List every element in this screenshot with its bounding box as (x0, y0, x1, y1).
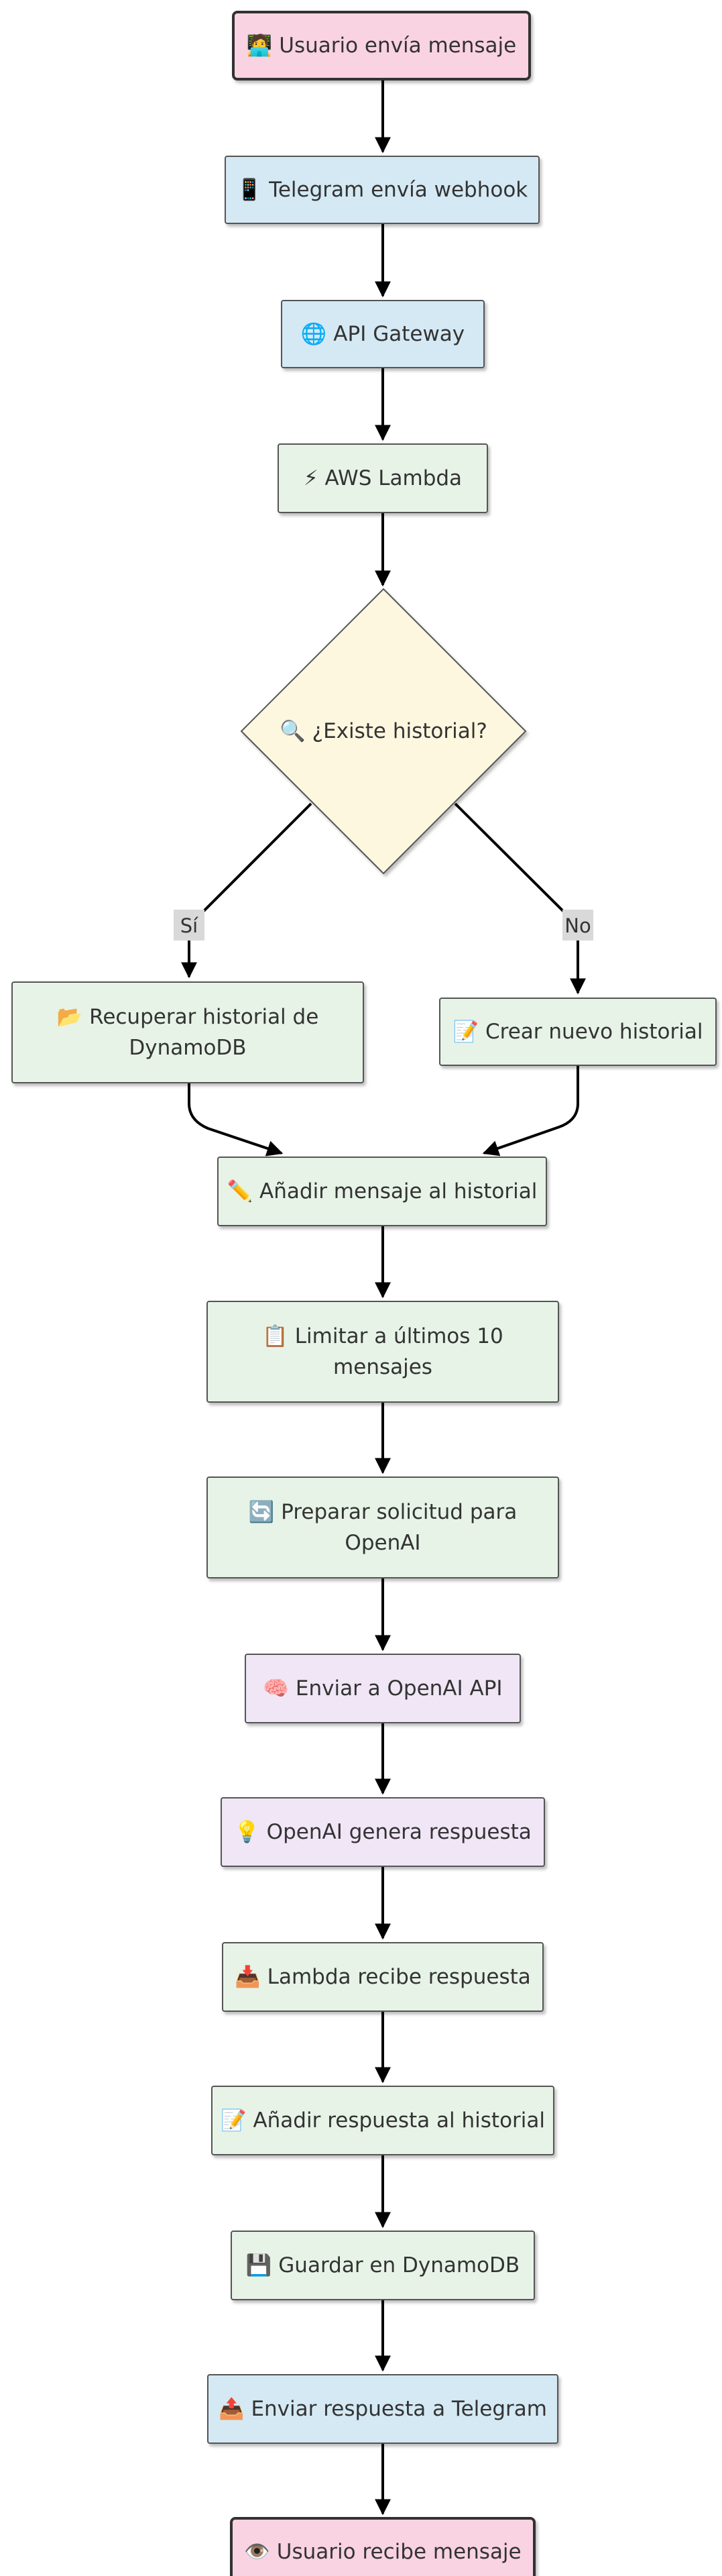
node-label-line: 👁️ Usuario recibe mensaje (244, 2540, 521, 2564)
node-add-response: 📝 Añadir respuesta al historial (211, 2086, 554, 2155)
node-label: 🌐 API Gateway (301, 321, 465, 346)
node-label: 📥 Lambda recibe respuesta (235, 1964, 531, 1989)
node-box (217, 1157, 547, 1226)
node-label: 🧑‍💻 Usuario envía mensaje (247, 32, 516, 58)
node-box (278, 443, 488, 513)
edge-label-background (174, 910, 204, 941)
node-api-gateway: 🌐 API Gateway (281, 300, 485, 368)
node-add-message: ✏️ Añadir mensaje al historial (217, 1157, 547, 1226)
node-box (230, 2517, 536, 2576)
node-label-line: ✏️ Añadir mensaje al historial (227, 1178, 538, 1203)
edge-create-to-add (482, 1065, 579, 1157)
node-user-sends: 🧑‍💻 Usuario envía mensaje (232, 11, 531, 80)
node-box (206, 1477, 559, 1578)
edge-decision-to-create (454, 802, 586, 995)
node-label: 📱 Telegram envía webhook (237, 177, 528, 202)
node-label-line: 📋 Limitar a últimos 10 (262, 1324, 503, 1348)
node-label: 📤 Enviar respuesta a Telegram (219, 2396, 547, 2421)
node-label-line: 🧑‍💻 Usuario envía mensaje (247, 32, 516, 58)
node-box (225, 156, 540, 224)
edge-label-yes: Sí (174, 910, 204, 941)
edge-labels-layer: Sí No (174, 910, 593, 941)
node-label: 💾 Guardar en DynamoDB (246, 2253, 520, 2277)
node-telegram-webhook: 📱 Telegram envía webhook (225, 156, 540, 224)
node-openai-generates: 💡 OpenAI genera respuesta (221, 1797, 545, 1867)
node-label-line: ⚡ AWS Lambda (304, 466, 462, 490)
node-label-line: OpenAI (345, 1531, 420, 1555)
node-create-history: 📝 Crear nuevo historial (439, 998, 717, 1066)
node-label: ⚡ AWS Lambda (304, 466, 462, 490)
node-label-line: 📝 Crear nuevo historial (453, 1019, 703, 1044)
node-box (232, 11, 531, 80)
edge-label-text: No (564, 914, 591, 937)
node-label: 💡 OpenAI genera respuesta (234, 1819, 532, 1844)
node-box (206, 1301, 559, 1403)
node-box (439, 998, 717, 1066)
node-label-line: 📝 Añadir respuesta al historial (221, 2108, 545, 2133)
node-label-line: 🧠 Enviar a OpenAI API (263, 1676, 502, 1701)
decision-shape (240, 588, 527, 875)
edge-label-text: Sí (180, 914, 198, 937)
node-box (11, 981, 364, 1083)
edge-decision-to-retrieve (181, 802, 312, 979)
node-user-receives: 👁️ Usuario recibe mensaje (230, 2517, 536, 2576)
node-label-line: 📤 Enviar respuesta a Telegram (219, 2396, 547, 2421)
node-box (207, 2374, 558, 2444)
node-label-line: 🌐 API Gateway (301, 321, 465, 346)
node-label-line: 🔄 Preparar solicitud para (249, 1499, 518, 1524)
node-box (221, 1797, 545, 1867)
node-label: ✏️ Añadir mensaje al historial (227, 1178, 538, 1203)
node-save-dynamodb: 💾 Guardar en DynamoDB (231, 2231, 535, 2300)
node-label: 🔍 ¿Existe historial? (280, 717, 487, 743)
node-label-line: 📱 Telegram envía webhook (237, 177, 528, 202)
node-label: 👁️ Usuario recibe mensaje (244, 2540, 521, 2564)
node-label-line: mensajes (333, 1355, 432, 1379)
node-label-line: 💡 OpenAI genera respuesta (234, 1819, 532, 1844)
node-aws-lambda: ⚡ AWS Lambda (278, 443, 488, 513)
node-label-line: 💾 Guardar en DynamoDB (246, 2253, 520, 2277)
edge-label-no: No (562, 910, 593, 941)
edge-retrieve-to-add (188, 1083, 284, 1157)
node-label-line: 📥 Lambda recibe respuesta (235, 1964, 531, 1989)
node-label: 📝 Añadir respuesta al historial (221, 2108, 545, 2133)
node-label: 📝 Crear nuevo historial (453, 1019, 703, 1044)
node-limit-messages: 📋 Limitar a últimos 10 mensajes (206, 1301, 559, 1403)
edge-label-background (562, 910, 593, 941)
node-box (231, 2231, 535, 2300)
node-label: 📂 Recuperar historial de DynamoDB (57, 1005, 319, 1060)
node-box (222, 1942, 544, 2012)
node-label: 📋 Limitar a últimos 10 mensajes (262, 1324, 503, 1379)
node-send-telegram: 📤 Enviar respuesta a Telegram (207, 2374, 558, 2444)
node-label-line: 🔍 ¿Existe historial? (280, 717, 487, 743)
node-history-exists: 🔍 ¿Existe historial? (240, 588, 527, 875)
node-box (281, 300, 485, 368)
node-label: 🧠 Enviar a OpenAI API (263, 1676, 502, 1701)
node-label-line: DynamoDB (129, 1036, 246, 1060)
node-box (211, 2086, 554, 2155)
node-lambda-receives: 📥 Lambda recibe respuesta (222, 1942, 544, 2012)
node-label-line: 📂 Recuperar historial de (57, 1005, 319, 1029)
node-retrieve-history: 📂 Recuperar historial de DynamoDB (11, 981, 364, 1083)
nodes-layer: 🧑‍💻 Usuario envía mensaje 📱 Telegram enví… (11, 11, 717, 2576)
node-send-openai: 🧠 Enviar a OpenAI API (245, 1654, 521, 1723)
node-box (245, 1654, 521, 1723)
